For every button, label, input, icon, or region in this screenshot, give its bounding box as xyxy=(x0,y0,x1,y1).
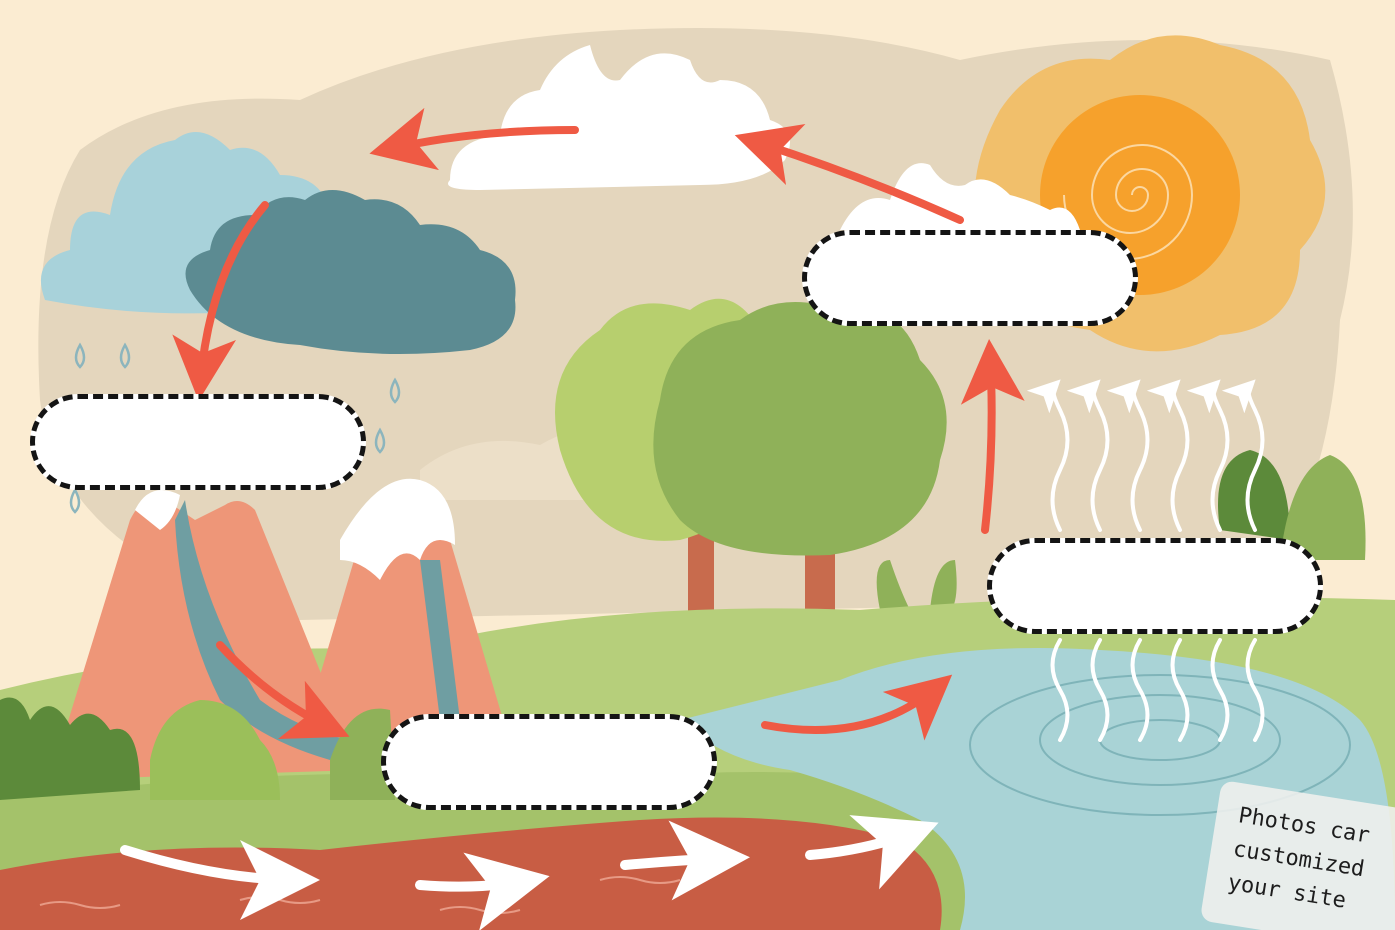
condensation-label-box[interactable] xyxy=(802,230,1138,326)
precipitation-label-box[interactable] xyxy=(30,394,366,490)
evaporation-label-box[interactable] xyxy=(987,538,1323,634)
collection-label-box[interactable] xyxy=(381,714,717,810)
watermark-stamp: Photos car customized your site xyxy=(1200,780,1395,930)
